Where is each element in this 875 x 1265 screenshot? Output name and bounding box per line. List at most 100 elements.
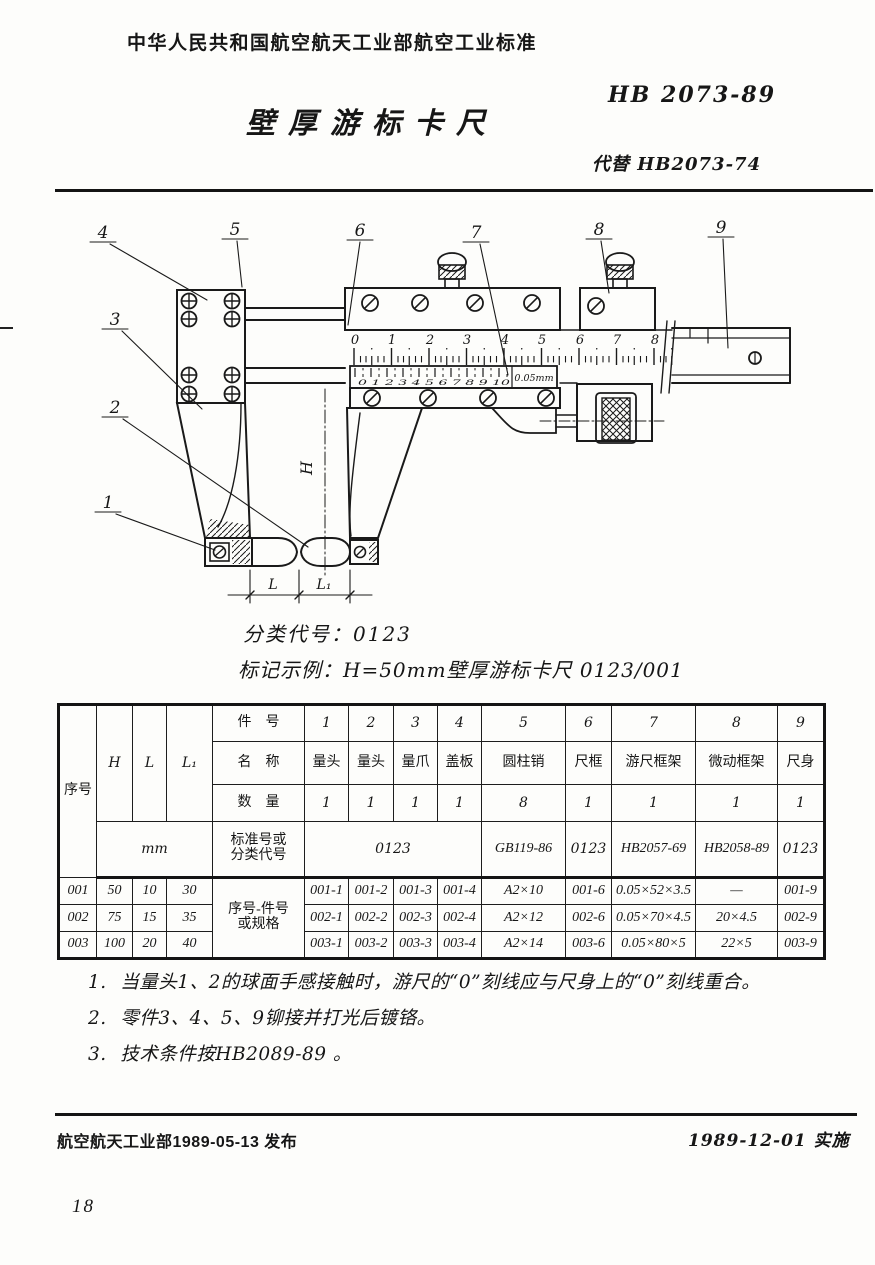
std-cell: HB2057-69 bbox=[611, 821, 696, 879]
data-cell: 002-2 bbox=[348, 904, 394, 932]
data-cell: 0.05×70×4.5 bbox=[611, 904, 696, 932]
caliper-drawing: 0 1 2 3 4 5 6 7 8 bbox=[89, 218, 791, 604]
dim-l-label: L bbox=[267, 577, 277, 593]
note-2-text: 零件3、4、5、9铆接并打光后镀铬。 bbox=[120, 1008, 436, 1029]
l-cell: 20 bbox=[132, 931, 167, 959]
part-callouts: 4 5 6 7 8 9 3 2 1 bbox=[89, 218, 735, 551]
std-cell: GB119-86 bbox=[481, 821, 566, 879]
seq-cell: 001 bbox=[58, 877, 97, 905]
name-cell: 游尺框架 bbox=[611, 741, 696, 785]
label-qty: 数 量 bbox=[212, 784, 305, 822]
name-cell: 尺身 bbox=[777, 741, 825, 785]
data-cell: 003-6 bbox=[565, 931, 612, 959]
data-cell: 002-3 bbox=[393, 904, 438, 932]
item-no-cell: 1 bbox=[304, 704, 349, 742]
table-row-standard: mm 标准号或 分类代号 0123 GB119-86 0123 HB2057-6… bbox=[59, 821, 825, 879]
part-label-4: 4 bbox=[97, 223, 109, 243]
dimension-l-l1: L L₁ bbox=[227, 569, 373, 604]
h-cell: 100 bbox=[96, 931, 133, 959]
scale-number: 3 bbox=[463, 333, 471, 348]
data-cell: — bbox=[695, 877, 778, 905]
std-cell: HB2058-89 bbox=[695, 821, 778, 879]
dimension-h: H bbox=[297, 388, 326, 576]
margin-mark bbox=[0, 327, 13, 329]
name-cell: 微动框架 bbox=[695, 741, 778, 785]
item-no-cell: 7 bbox=[611, 704, 696, 742]
data-cell: 003-3 bbox=[393, 931, 438, 959]
note-3-number: 3. bbox=[88, 1044, 107, 1065]
note-3-text: 技术条件按HB2089-89 。 bbox=[120, 1044, 352, 1065]
label-standard-line1: 标准号或 bbox=[230, 833, 287, 849]
label-standard-line2: 分类代号 bbox=[230, 848, 287, 863]
note-3: 3. 技术条件按HB2089-89 。 bbox=[88, 1040, 848, 1066]
measuring-heads-part bbox=[204, 537, 379, 567]
item-no-cell: 2 bbox=[348, 704, 394, 742]
unit-cell: mm bbox=[96, 821, 213, 879]
note-1-number: 1. bbox=[88, 972, 107, 993]
data-cell: 003-4 bbox=[437, 931, 482, 959]
note-1-text: 当量头1、2的球面手感接触时，游尺的“0”刻线应与尺身上的“0”刻线重合。 bbox=[120, 972, 761, 993]
part-label-3: 3 bbox=[110, 310, 121, 330]
data-cell: A2×10 bbox=[481, 877, 566, 905]
data-cell: 0.05×80×5 bbox=[611, 931, 696, 959]
page-title: 壁厚游标卡尺 bbox=[246, 106, 499, 140]
data-cell: 002-1 bbox=[304, 904, 349, 932]
item-no-cell: 8 bbox=[695, 704, 778, 742]
qty-cell: 1 bbox=[565, 784, 612, 822]
part-label-9: 9 bbox=[716, 218, 727, 238]
dim-h-label: H bbox=[297, 460, 316, 476]
classification-code: 分类代号：0123 bbox=[243, 622, 412, 646]
scale-number: 6 bbox=[576, 333, 584, 348]
std-cell: 0123 bbox=[565, 821, 612, 879]
seq-cell: 002 bbox=[58, 904, 97, 932]
vernier-digits: 0 1 2 3 4 5 6 7 8 9 10 bbox=[358, 379, 511, 387]
part-label-2: 2 bbox=[109, 398, 121, 418]
data-cell: 0.05×52×3.5 bbox=[611, 877, 696, 905]
scale-number: 5 bbox=[538, 333, 546, 348]
part-label-5: 5 bbox=[230, 220, 241, 240]
data-cell: 22×5 bbox=[695, 931, 778, 959]
label-item-no: 件 号 bbox=[212, 704, 305, 742]
data-cell: 001-2 bbox=[348, 877, 394, 905]
effective-info: 1989-12-01 实施 bbox=[688, 1131, 850, 1151]
main-scale: 0 1 2 3 4 5 6 7 8 bbox=[351, 333, 677, 365]
name-cell: 盖板 bbox=[437, 741, 482, 785]
scale-number: 4 bbox=[500, 333, 509, 348]
issue-info: 航空航天工业部1989-05-13 发布 bbox=[57, 1134, 298, 1151]
data-cell: 001-3 bbox=[393, 877, 438, 905]
qty-cell: 1 bbox=[695, 784, 778, 822]
col-l-header: L bbox=[132, 704, 167, 822]
qty-cell: 1 bbox=[611, 784, 696, 822]
replaces-note: 代替 HB2073-74 bbox=[592, 154, 762, 175]
scale-number: 2 bbox=[425, 333, 434, 348]
table-row-item-no: 序号 H L L₁ 件 号 1 2 3 4 5 6 7 8 9 bbox=[58, 704, 825, 878]
fine-adjust-frame-part bbox=[576, 252, 656, 444]
l1-cell: 35 bbox=[166, 904, 213, 932]
fixed-plate-part bbox=[176, 289, 246, 404]
header-divider bbox=[55, 189, 873, 192]
data-cell: 003-1 bbox=[304, 931, 349, 959]
l1-cell: 30 bbox=[166, 877, 213, 905]
vernier-resolution-label: 0.05mm bbox=[514, 373, 553, 384]
col-h-header: H bbox=[96, 704, 133, 822]
scale-number: 7 bbox=[613, 333, 622, 348]
data-cell: 002-6 bbox=[565, 904, 612, 932]
data-cell: 001-1 bbox=[304, 877, 349, 905]
name-cell: 量头 bbox=[304, 741, 349, 785]
standard-number: HB 2073-89 bbox=[608, 82, 777, 108]
scale-number: 1 bbox=[388, 333, 396, 348]
vernier-frame-part: 0 1 2 3 4 5 6 7 8 9 10 0.05mm bbox=[349, 365, 558, 389]
qty-cell: 1 bbox=[777, 784, 825, 822]
col-l1-header: L₁ bbox=[166, 704, 213, 822]
label-spec-line2: 或规格 bbox=[237, 917, 280, 932]
part-label-8: 8 bbox=[594, 220, 605, 240]
label-spec: 序号-件号 或规格 bbox=[212, 877, 305, 959]
data-cell: 003-2 bbox=[348, 931, 394, 959]
h-cell: 50 bbox=[96, 877, 133, 905]
data-cell: 002-4 bbox=[437, 904, 482, 932]
name-cell: 圆柱销 bbox=[481, 741, 566, 785]
l-cell: 10 bbox=[132, 877, 167, 905]
item-no-cell: 5 bbox=[481, 704, 566, 742]
item-no-cell: 3 bbox=[393, 704, 438, 742]
